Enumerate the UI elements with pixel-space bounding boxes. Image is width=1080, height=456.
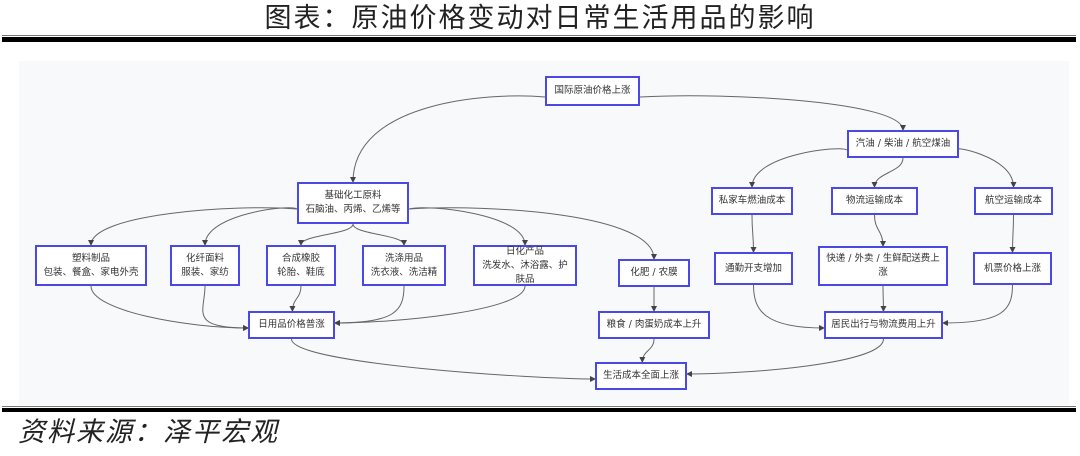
- chart-title: 图表：原油价格变动对日常生活用品的影响: [264, 3, 816, 34]
- edge-resident-to-living_cost: [686, 338, 884, 377]
- node-label-line: 国际原油价格上涨: [554, 85, 631, 96]
- node-daily-goods: 日用品价格普涨: [248, 311, 335, 339]
- edge-fuels-to-car_fuel: [749, 148, 848, 188]
- node-label-line: 合成橡胶: [281, 252, 320, 264]
- node-label-line: 粮食 / 肉蛋奶成本上升: [606, 319, 702, 330]
- diagram-panel: [19, 61, 1069, 405]
- edge-fuels-to-aviation: [956, 148, 1017, 188]
- edge-logistics-to-delivery: [874, 214, 886, 247]
- node-label-line: 日化产品: [505, 245, 544, 257]
- node-label-line: 塑料制品: [71, 252, 110, 264]
- node-label-line: 基础化工原料: [324, 190, 382, 201]
- title-rule: [2, 37, 1076, 42]
- edge-root-to-base_chem: [350, 95, 546, 183]
- edge-base_chem-to-fertilizer: [408, 207, 657, 260]
- node-label-line: 私家车燃油成本: [718, 195, 786, 206]
- edge-base_chem-to-detergent: [352, 223, 407, 246]
- edge-fiber-to-daily_goods: [202, 285, 249, 331]
- edge-daily_chem-to-daily_goods: [334, 285, 526, 326]
- node-label-line: 通勤开支增加: [724, 262, 782, 274]
- node-label-line: 日用品价格普涨: [258, 319, 325, 330]
- source-note: 资料来源：泽平宏观: [18, 417, 279, 448]
- node-logistics: 物流运输成本: [831, 187, 918, 215]
- edge-daily_goods-to-living_cost: [291, 338, 596, 382]
- node-label-line: 居民出行与物流费用上升: [831, 319, 936, 330]
- title-rule-thin: [2, 35, 1076, 36]
- node-detergent: 洗涤用品洗衣液、洗洁精: [362, 245, 446, 286]
- node-ticket: 机票价格上涨: [973, 252, 1052, 285]
- node-delivery: 快递 / 外卖 / 生鲜配送费上涨: [818, 246, 948, 286]
- edge-base_chem-to-daily_chem: [408, 207, 528, 246]
- node-plastics: 塑料制品包装、餐盒、家电外壳: [35, 245, 147, 286]
- bottom-rule-thin: [2, 406, 1076, 407]
- node-resident: 居民出行与物流费用上升: [824, 311, 943, 339]
- edge-plastics-to-daily_goods: [90, 285, 249, 331]
- node-living-cost: 生活成本全面上涨: [595, 362, 687, 390]
- node-label-line: 轮胎、鞋底: [277, 266, 325, 278]
- node-label-line: 物流运输成本: [845, 195, 903, 206]
- edge-rubber-to-daily_goods: [289, 285, 302, 312]
- node-fiber: 化纤面料服装、家纺: [170, 245, 240, 286]
- node-label-line: 洗发水、沐浴露、护肤品: [482, 259, 568, 285]
- edge-base_chem-to-plastics: [88, 207, 298, 246]
- node-label-line: 包装、餐盒、家电外壳: [43, 266, 139, 278]
- node-label-line: 洗涤用品: [384, 252, 423, 264]
- edge-fuels-to-logistics: [871, 157, 904, 188]
- edge-base_chem-to-fiber: [202, 207, 298, 246]
- node-commute: 通勤开支增加: [714, 252, 793, 285]
- node-label-line: 化纤面料: [185, 252, 224, 264]
- edge-ticket-to-resident: [942, 284, 1013, 326]
- node-label-line: 石脑油、丙烯、乙烯等: [305, 204, 401, 215]
- node-label-line: 航空运输成本: [984, 195, 1042, 206]
- node-label-line: 汽油 / 柴油 / 航空煤油: [855, 138, 951, 149]
- edge-detergent-to-daily_goods: [334, 285, 405, 326]
- node-car-fuel: 私家车燃油成本: [711, 187, 793, 215]
- edge-food-to-living_cost: [639, 338, 655, 363]
- node-base-chem: 基础化工原料石脑油、丙烯、乙烯等: [297, 182, 409, 224]
- node-label-line: 涨: [878, 267, 888, 278]
- edge-root-to-fuels: [639, 95, 906, 131]
- node-fertilizer: 化肥 / 农膜: [618, 259, 690, 287]
- node-food: 粮食 / 肉蛋奶成本上升: [598, 311, 710, 339]
- edge-commute-to-resident: [753, 284, 825, 331]
- node-label-line: 机票价格上涨: [983, 262, 1041, 274]
- node-daily-chem: 日化产品洗发水、沐浴露、护肤品: [473, 245, 577, 286]
- node-label-line: 服装、家纺: [181, 266, 229, 278]
- edge-base_chem-to-rubber: [298, 223, 354, 246]
- edge-car_fuel-to-commute: [750, 214, 757, 253]
- bottom-rule: [2, 408, 1076, 412]
- edge-aviation-to-ticket: [1009, 214, 1016, 253]
- node-root: 国际原油价格上涨: [545, 76, 640, 106]
- node-label-line: 洗衣液、洗洁精: [370, 266, 438, 278]
- node-aviation: 航空运输成本: [974, 187, 1053, 215]
- node-label-line: 化肥 / 农膜: [630, 267, 678, 278]
- node-label-line: 生活成本全面上涨: [602, 370, 679, 381]
- node-fuels: 汽油 / 柴油 / 航空煤油: [847, 130, 959, 158]
- node-label-line: 快递 / 外卖 / 生鲜配送费上: [826, 253, 940, 264]
- node-rubber: 合成橡胶轮胎、鞋底: [266, 245, 336, 286]
